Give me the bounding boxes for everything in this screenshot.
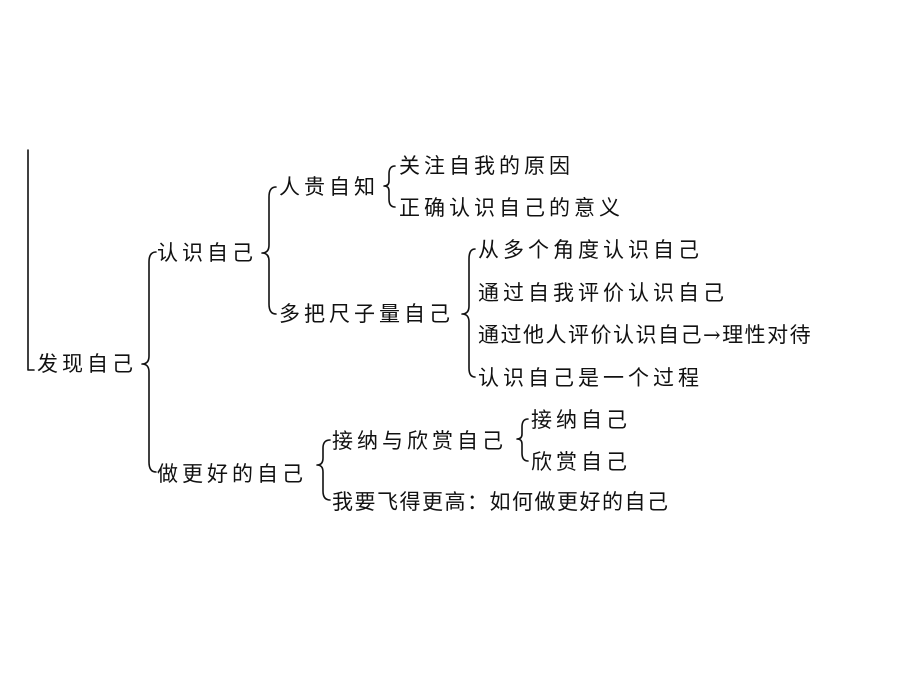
node-measure: 多把尺子量自己 (279, 302, 454, 326)
leaf-measure-3: 通过他人评价认识自己→理性对待 (478, 323, 813, 347)
node-better-self: 做更好的自己 (157, 462, 307, 486)
node-accept: 接纳与欣赏自己 (332, 429, 507, 453)
leaf-accept-2: 欣赏自己 (531, 450, 631, 474)
leaf-self-knowledge-2: 正确认识自己的意义 (399, 196, 624, 220)
brace-root (141, 251, 157, 473)
brace-accept (516, 418, 529, 462)
leaf-self-knowledge-1: 关注自我的原因 (399, 154, 574, 178)
brace-know-self (261, 186, 277, 315)
leaf-measure-2: 通过自我评价认识自己 (478, 281, 728, 305)
leaf-measure-1: 从多个角度认识自己 (478, 238, 703, 262)
root-node: 发现自己 (37, 352, 137, 376)
page-margin-line (27, 149, 35, 371)
brace-measure (461, 248, 476, 378)
node-self-knowledge: 人贵自知 (279, 175, 379, 199)
node-know-self: 认识自己 (157, 241, 257, 265)
brace-better-self (316, 439, 331, 501)
node-fly-higher: 我要飞得更高：如何做更好的自己 (332, 490, 670, 514)
leaf-measure-4: 认识自己是一个过程 (478, 366, 703, 390)
brace-self-knowledge (383, 165, 396, 208)
leaf-accept-1: 接纳自己 (531, 408, 631, 432)
